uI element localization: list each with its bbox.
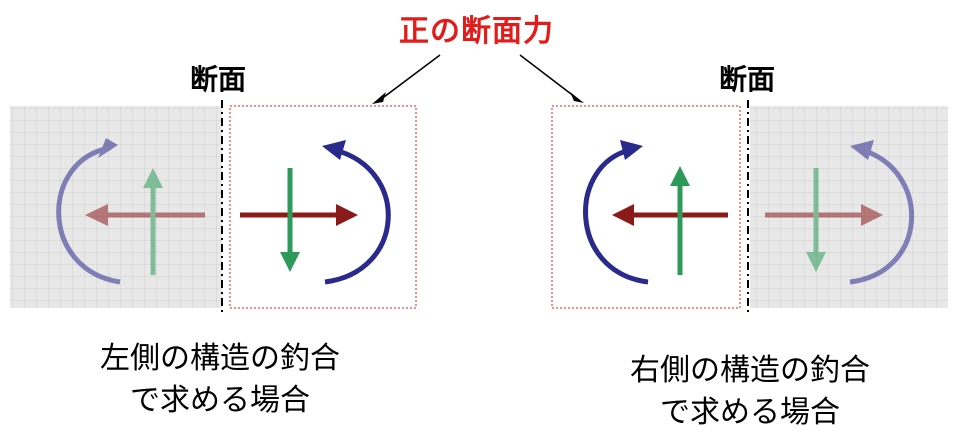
- pointer-line-left: [379, 54, 441, 101]
- caption-left-line2: で求める場合: [130, 383, 310, 418]
- right-shear-head: [670, 166, 690, 186]
- left-grid-region: [10, 106, 222, 308]
- right-moment-head: [620, 140, 643, 160]
- left-faded-axial-head: [85, 204, 108, 226]
- left-solid-forces: [240, 140, 391, 285]
- caption-right: 右側の構造の釣合 で求める場合: [560, 350, 940, 434]
- left-shear-head: [280, 252, 300, 272]
- right-grid-region: [750, 106, 948, 308]
- title-label: 正の断面力: [399, 14, 554, 49]
- right-axial-head: [612, 204, 634, 226]
- right-faded-moment-head: [850, 140, 874, 160]
- left-faded-forces: [56, 138, 205, 285]
- right-faded-forces: [765, 140, 914, 285]
- right-faded-shear-head: [806, 252, 826, 272]
- left-faded-moment-arc: [56, 145, 121, 285]
- pointer-line-right: [519, 54, 576, 98]
- caption-left-line1: 左側の構造の釣合: [100, 341, 340, 376]
- pointer-head-right: [570, 92, 584, 103]
- title-pointers: [372, 54, 584, 104]
- pointer-head-left: [372, 92, 386, 104]
- section-label-left: 断面: [190, 63, 247, 96]
- left-faded-shear-head: [143, 168, 163, 188]
- right-moment-arc: [583, 147, 649, 285]
- left-panel: [10, 100, 417, 312]
- right-panel: [551, 100, 948, 312]
- right-solid-forces: [583, 140, 728, 285]
- right-faded-moment-arc: [849, 147, 914, 285]
- caption-left: 左側の構造の釣合 で求める場合: [30, 338, 410, 422]
- right-dotted-box: [551, 105, 741, 309]
- left-moment-head: [322, 140, 346, 160]
- left-faded-moment-head: [98, 138, 118, 158]
- left-axial-head: [336, 204, 358, 226]
- right-faded-axial-head: [861, 204, 883, 226]
- caption-right-line1: 右側の構造の釣合: [630, 353, 870, 388]
- caption-right-line2: で求める場合: [660, 395, 840, 430]
- section-label-right: 断面: [719, 63, 776, 96]
- left-dotted-box: [229, 105, 417, 309]
- left-moment-arc: [324, 147, 391, 285]
